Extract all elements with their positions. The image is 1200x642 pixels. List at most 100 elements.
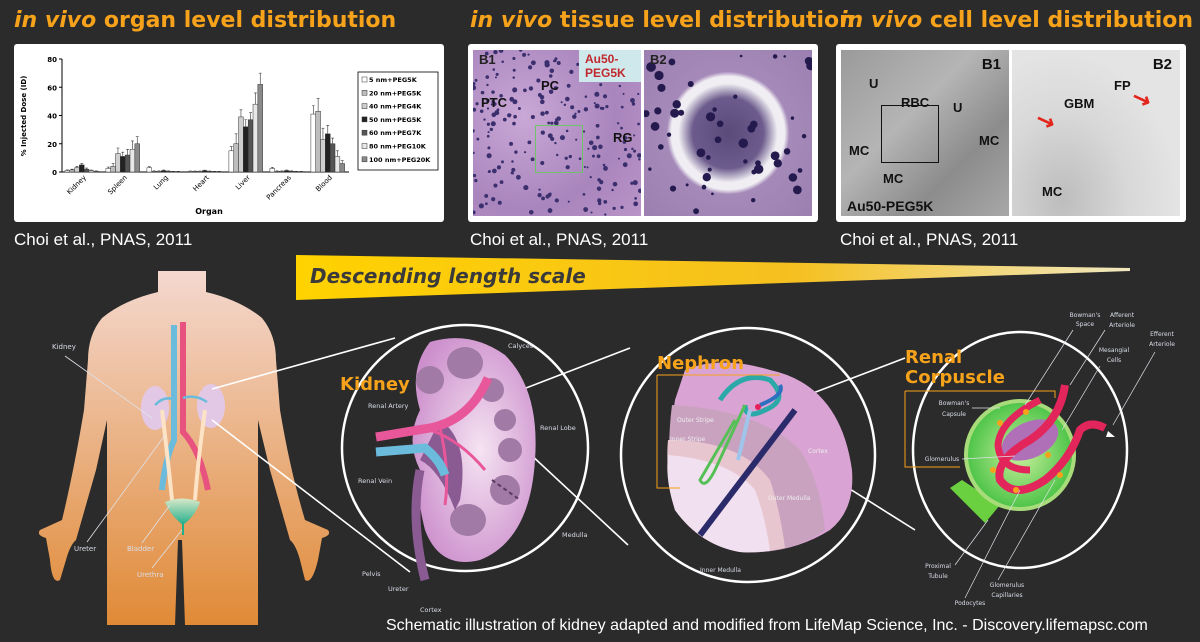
corpuscle-title-line2: Corpuscle — [905, 367, 1005, 388]
cell-nucleus — [738, 138, 749, 148]
cell-nucleus — [701, 184, 707, 190]
cell-nucleus — [548, 74, 553, 78]
cell-nucleus — [790, 116, 795, 120]
cell-nucleus — [549, 68, 555, 74]
cell-nucleus — [502, 117, 507, 122]
cell-nucleus — [484, 202, 488, 206]
cell-nucleus — [565, 165, 570, 170]
cell-nucleus — [490, 121, 496, 127]
cell-nucleus — [783, 148, 791, 155]
cell-nucleus — [494, 110, 500, 116]
cell-nucleus — [576, 62, 580, 66]
cell-nucleus — [487, 146, 491, 150]
cell-nucleus — [487, 131, 490, 134]
cell-nucleus — [556, 116, 561, 121]
cell-micrograph-panel: B1 U RBC U MC MC MC Au50-PEG5K B2 FP GBM… — [836, 44, 1186, 222]
cell-nucleus — [603, 199, 608, 204]
tissue-micrograph-b2: B2 — [644, 50, 812, 216]
cell-nucleus — [630, 97, 635, 103]
cell-nucleus — [670, 108, 680, 118]
cell-nucleus — [512, 76, 515, 79]
cell-nucleus — [473, 173, 477, 178]
cell-nucleus — [491, 197, 496, 202]
cell-nucleus — [574, 112, 577, 115]
cell-micrograph-b1: B1 U RBC U MC MC MC Au50-PEG5K — [841, 50, 1009, 216]
cell-nucleus — [552, 59, 556, 63]
label-efferent-arteriole: Efferent — [1150, 331, 1174, 338]
cell-nucleus — [566, 83, 571, 88]
corpuscle-title-line1: Renal — [905, 347, 962, 368]
legend-entry: 100 nm+PEG20K — [369, 156, 431, 164]
cell-nucleus — [620, 105, 624, 109]
cell-nucleus — [646, 62, 656, 72]
label-pc: PC — [541, 78, 560, 93]
label-ureter: Ureter — [74, 545, 96, 553]
cell-nucleus — [644, 110, 650, 118]
cell-nucleus — [537, 192, 542, 198]
cell-nucleus — [474, 178, 478, 183]
cell-nucleus — [595, 123, 600, 128]
cell-nucleus — [509, 141, 514, 146]
legend-swatch — [361, 90, 368, 96]
y-tick-label: 0 — [52, 169, 57, 177]
legend-entry: 5 nm+PEG5K — [369, 76, 418, 84]
label-inner-stripe: Inner Stripe — [670, 436, 706, 443]
cell-nucleus — [540, 99, 545, 105]
cell-nucleus — [773, 159, 782, 168]
cell-nucleus — [597, 201, 602, 206]
cell-nucleus — [485, 75, 490, 79]
cell-nucleus — [618, 84, 622, 88]
cell-nucleus — [498, 50, 504, 53]
cell-nucleus — [633, 134, 636, 137]
human-body-silhouette — [38, 271, 330, 625]
cell-nucleus — [512, 56, 516, 61]
cell-citation: Choi et al., PNAS, 2011 — [840, 230, 1019, 249]
cell-nucleus — [489, 127, 493, 132]
label-proximal-tubule: Proximal — [925, 563, 951, 570]
cell-nucleus — [559, 135, 565, 141]
cell-nucleus — [512, 68, 516, 72]
cell-nucleus — [594, 103, 600, 109]
renal-corpuscle-illustration — [904, 384, 1115, 523]
label-mesangial-cells-2: Cells — [1107, 357, 1121, 364]
label-cortex: Cortex — [808, 448, 828, 455]
cell-nucleus — [596, 135, 600, 140]
particle-label: Au50-PEG5K — [579, 50, 641, 82]
cell-nucleus — [657, 83, 666, 92]
cell-nucleus — [622, 92, 625, 95]
cell-nucleus — [578, 157, 582, 161]
cell-nucleus — [486, 122, 490, 126]
cell-nucleus — [564, 156, 568, 160]
tissue-micrograph-panel: B1 Au50-PEG5K PTC PC RG B2 — [468, 44, 818, 222]
cell-nucleus — [538, 188, 541, 191]
tissue-texture — [473, 50, 641, 216]
cell-nucleus — [577, 110, 581, 114]
cell-nucleus — [473, 85, 477, 91]
label-podocytes: Podocytes — [955, 600, 986, 607]
cell-nucleus — [560, 101, 563, 104]
label-mc: MC — [883, 171, 904, 186]
cell-nucleus — [499, 180, 504, 185]
length-scale-banner-label: Descending length scale — [310, 264, 586, 288]
legend-entry: 40 nm+PEG4K — [369, 103, 422, 111]
label-mesangial-cells: Mesangial — [1099, 347, 1130, 354]
label-bowmans-capsule: Bowman's — [939, 400, 970, 407]
cell-nucleus — [637, 122, 640, 126]
cell-nucleus — [594, 91, 600, 97]
cell-nucleus — [536, 78, 541, 83]
cell-nucleus — [582, 192, 586, 196]
cell-nucleus — [631, 147, 634, 151]
cell-nucleus — [485, 60, 489, 63]
label-glomerulus-capillaries: Glomerulus — [990, 582, 1024, 589]
cell-nucleus — [712, 107, 717, 112]
cell-nucleus — [696, 148, 706, 158]
cell-nucleus — [693, 208, 700, 215]
cell-nucleus — [583, 207, 589, 212]
cell-nucleus — [592, 154, 595, 158]
cell-nucleus — [540, 111, 545, 116]
label-ureter: Ureter — [388, 585, 409, 593]
organ-section-title: in vivo organ level distribution — [14, 8, 396, 33]
cell-nucleus — [479, 109, 484, 114]
